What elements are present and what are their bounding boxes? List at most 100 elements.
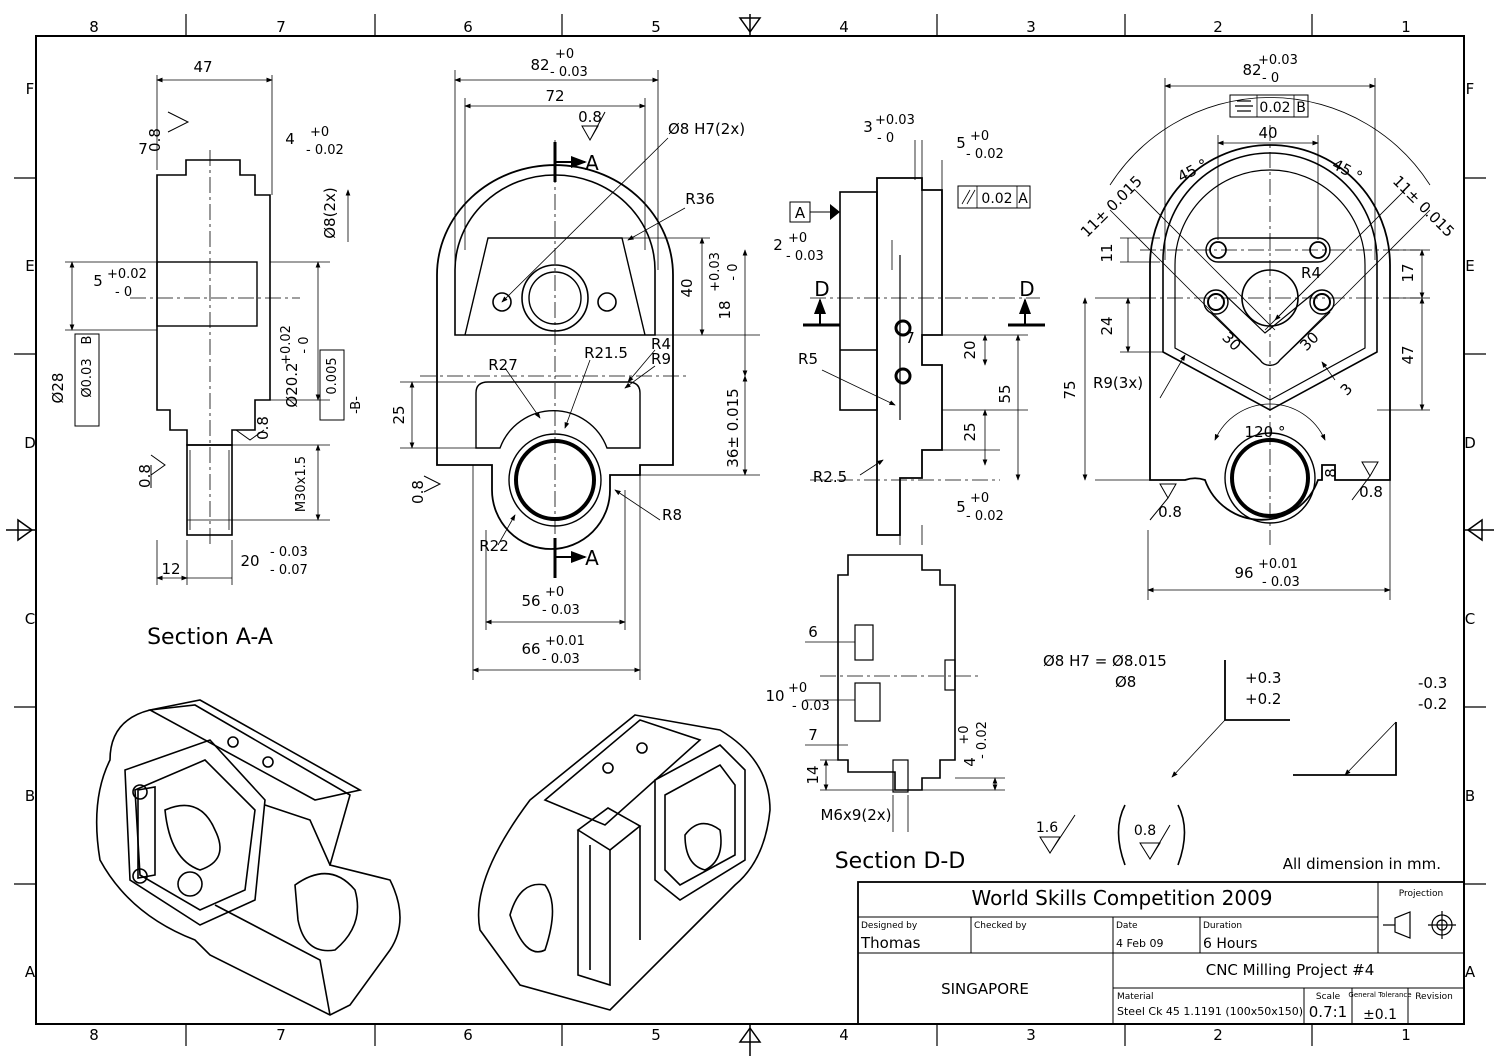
dim-text: 3 xyxy=(863,118,873,136)
dim-text: +0.02 xyxy=(107,267,147,282)
dim-text: - 0 xyxy=(877,131,894,146)
zone-row-label: F xyxy=(26,80,35,98)
zone-col-label: 6 xyxy=(463,1026,473,1044)
designed-by-label: Designed by xyxy=(861,921,918,931)
h7-note: Ø8 H7 = Ø8.015 xyxy=(1043,652,1167,670)
dim-text: 0.8 xyxy=(1359,483,1383,501)
zone-col-label: 6 xyxy=(463,18,473,36)
dim-text: 82 xyxy=(530,56,549,74)
dim-text: 11 xyxy=(1098,243,1116,262)
zone-labels: 8 7 6 5 4 3 2 1 8 7 6 5 4 3 2 1 F E D C … xyxy=(24,18,1476,1044)
dim-text: 4 xyxy=(961,757,979,767)
dim-text: 7 xyxy=(808,726,818,744)
general-tolerance-value: ±0.1 xyxy=(1363,1007,1397,1023)
dim-text: M6x9(2x) xyxy=(820,806,891,824)
dim-text: 0.005 xyxy=(325,357,340,394)
drawing-title: World Skills Competition 2009 xyxy=(971,886,1272,910)
dim-text: +0 xyxy=(555,47,574,62)
dim-text: 5 xyxy=(93,272,103,290)
zone-row-label: D xyxy=(1464,434,1476,452)
general-tolerance-label: General Tolerance xyxy=(1348,991,1411,999)
section-cut-label: D xyxy=(1019,277,1034,301)
isometric-view-right xyxy=(477,714,771,1011)
dim-text: +0 xyxy=(970,491,989,506)
dim-text: R22 xyxy=(479,537,509,555)
dim-text: R36 xyxy=(685,190,715,208)
dim-text: 24 xyxy=(1098,316,1116,335)
material-value: Steel Ck 45 1.1191 (100x50x150) xyxy=(1117,1005,1303,1018)
dim-text: 0.8 xyxy=(146,128,164,152)
tolerance-value: 0.02 xyxy=(1259,100,1290,116)
material-label: Material xyxy=(1117,992,1154,1002)
dim-text: R8 xyxy=(662,506,682,524)
dim-text: R9(3x) xyxy=(1093,374,1143,392)
dim-text: 0.8 xyxy=(578,108,602,126)
dim-text: R9 xyxy=(651,350,671,368)
dim-text: 0.8 xyxy=(409,480,427,504)
front-view: 82 +0 - 0.03 72 0.8 Ø8 H7(2x) A R36 40 1… xyxy=(390,47,760,680)
dim-text: +0.03 xyxy=(708,252,723,292)
dim-text: Ø0.03 xyxy=(80,358,95,397)
dim-text: 47 xyxy=(193,58,212,76)
zone-row-label: A xyxy=(25,963,36,981)
section-cut-label: D xyxy=(814,277,829,301)
zone-row-label: C xyxy=(1465,610,1475,628)
zone-col-label: 7 xyxy=(276,1026,286,1044)
h7-note-basic: Ø8 xyxy=(1115,673,1136,691)
isometric-view-left xyxy=(95,699,401,1016)
checked-by-label: Checked by xyxy=(974,921,1027,931)
dim-text: +0 xyxy=(970,129,989,144)
sheet-border xyxy=(35,35,1465,1025)
section-aa-title: Section A-A xyxy=(147,625,273,650)
zone-row-label: F xyxy=(1466,80,1475,98)
dim-text: - 0.03 xyxy=(1262,575,1300,590)
dim-text: 0.8 xyxy=(136,464,154,488)
dim-text: - 0 xyxy=(115,285,132,300)
duration-value: 6 Hours xyxy=(1203,936,1257,952)
dim-text: +0 xyxy=(788,231,807,246)
dim-text: 36± 0.015 xyxy=(724,388,742,467)
dim-text: Ø8 H7(2x) xyxy=(668,120,745,138)
dim-text: +0 xyxy=(545,585,564,600)
zone-col-label: 4 xyxy=(839,1026,849,1044)
dim-text: 5 xyxy=(956,134,966,152)
zone-col-label: 1 xyxy=(1401,1026,1411,1044)
dim-text: 75 xyxy=(1061,380,1079,399)
dim-text: 2 xyxy=(773,236,783,254)
duration-label: Duration xyxy=(1203,921,1242,931)
dim-text: - 0.02 xyxy=(306,143,344,158)
zone-col-label: 2 xyxy=(1213,1026,1223,1044)
zone-col-label: 3 xyxy=(1026,18,1036,36)
dim-text: 25 xyxy=(961,422,979,441)
dim-text: 0.8 xyxy=(254,416,272,440)
dim-text: R5 xyxy=(798,350,818,368)
dim-text: - 0 xyxy=(726,263,741,280)
surface-finish-general: 1.6 xyxy=(1036,820,1058,836)
section-dd-view: 6 10 +0 - 0.03 7 14 4 +0 - 0.02 M6x9(2x)… xyxy=(765,554,1005,874)
surface-finish-other: 0.8 xyxy=(1134,823,1156,839)
back-view: 82 +0.03 - 0 0.02 B 40 45 ° 45 ° 11± 0.0… xyxy=(1061,53,1458,600)
dim-text: 20 xyxy=(961,340,979,359)
date-value: 4 Feb 09 xyxy=(1116,937,1163,950)
dim-text: 45 ° xyxy=(1175,155,1211,186)
section-cut-label: A xyxy=(585,546,599,570)
dim-text: - 0.03 xyxy=(792,699,830,714)
dim-text: 30 xyxy=(1296,328,1322,354)
dim-text: 47 xyxy=(1399,345,1417,364)
dim-text: +0 xyxy=(788,681,807,696)
dim-text: 25 xyxy=(390,405,408,424)
datum-ref: B xyxy=(1296,100,1306,116)
zone-row-label: B xyxy=(1465,787,1475,805)
dim-text: - 0.03 xyxy=(270,545,308,560)
dim-text: - 0 xyxy=(1262,71,1279,86)
dim-text: 11± 0.015 xyxy=(1389,172,1458,241)
zone-ticks xyxy=(14,14,1486,1046)
zone-row-label: D xyxy=(24,434,36,452)
dim-text: R27 xyxy=(488,356,518,374)
zone-row-label: E xyxy=(1465,257,1474,275)
organization: SINGAPORE xyxy=(941,980,1029,998)
surface-finish-symbols xyxy=(150,111,1379,521)
dim-text: M30x1.5 xyxy=(294,456,309,512)
center-markers xyxy=(6,14,1494,1056)
